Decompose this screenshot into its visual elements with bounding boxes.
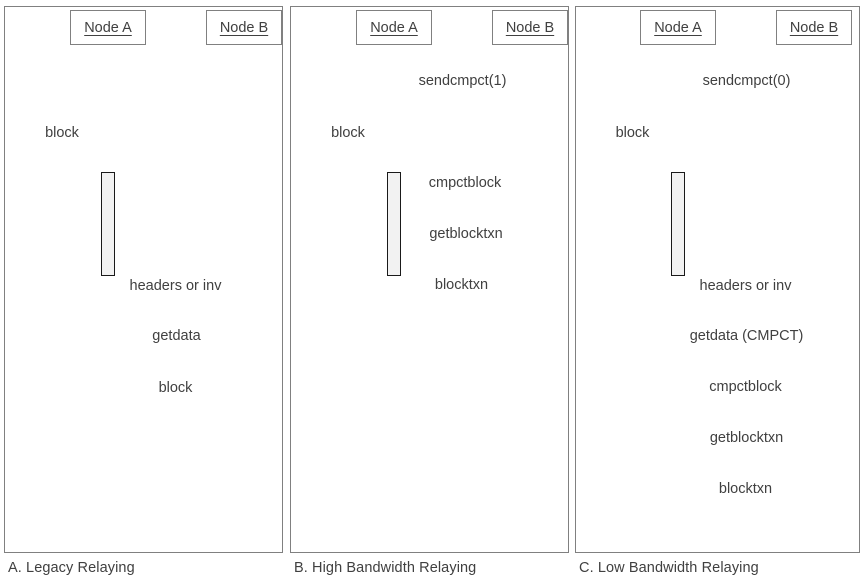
participant-box-c-node-b[interactable]: Node B (776, 10, 852, 45)
message-label-c-0: sendcmpct(0) (702, 73, 791, 89)
message-label-b-4: blocktxn (434, 277, 489, 293)
message-label-a-0: block (45, 125, 79, 141)
panel-a-frame (4, 6, 283, 553)
participant-label: Node A (654, 19, 702, 36)
participant-label: Node B (789, 19, 839, 36)
panel-c-frame (575, 6, 860, 553)
message-label-b-1: block (331, 125, 365, 141)
caption-panel-c: C. Low Bandwidth Relaying (579, 560, 759, 576)
message-label-b-2: cmpctblock (428, 175, 502, 191)
participant-box-a-node-a[interactable]: Node A (70, 10, 146, 45)
participant-box-b-node-a[interactable]: Node A (356, 10, 432, 45)
activation-bar-c-0 (671, 172, 685, 276)
caption-panel-a: A. Legacy Relaying (8, 560, 135, 576)
message-label-a-2: getdata (152, 328, 201, 344)
participant-box-c-node-a[interactable]: Node A (640, 10, 716, 45)
message-label-c-4: cmpctblock (709, 379, 782, 395)
participant-label: Node A (84, 19, 132, 36)
message-label-b-3: getblocktxn (429, 226, 503, 242)
participant-label: Node B (505, 19, 555, 36)
participant-box-a-node-b[interactable]: Node B (206, 10, 282, 45)
activation-bar-b-0 (387, 172, 401, 276)
participant-box-b-node-b[interactable]: Node B (492, 10, 568, 45)
message-label-a-3: block (158, 380, 193, 396)
participant-label: Node A (370, 19, 418, 36)
panel-b-frame (290, 6, 569, 553)
activation-bar-a-0 (101, 172, 115, 276)
message-label-c-1: block (615, 125, 650, 141)
message-label-c-5: getblocktxn (709, 430, 784, 446)
caption-panel-b: B. High Bandwidth Relaying (294, 560, 477, 576)
message-label-b-0: sendcmpct(1) (418, 73, 507, 89)
message-label-a-1: headers or inv (129, 278, 222, 294)
message-label-c-6: blocktxn (718, 481, 773, 497)
participant-label: Node B (219, 19, 269, 36)
message-label-c-3: getdata (CMPCT) (689, 328, 804, 344)
message-label-c-2: headers or inv (699, 278, 792, 294)
